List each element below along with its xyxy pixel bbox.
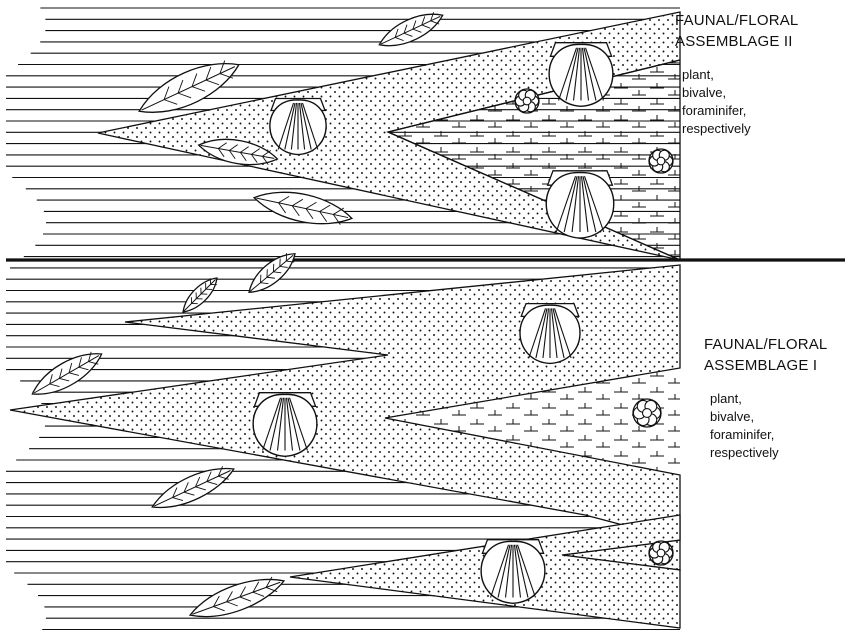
leaf-icon [375, 6, 447, 55]
assemblage-ii-title: FAUNAL/FLORAL ASSEMBLAGE II [675, 10, 798, 52]
bivalve-shell-icon [520, 304, 580, 364]
leaf-icon [147, 459, 238, 518]
bivalve-shell-icon [546, 171, 614, 238]
leaf-icon [251, 184, 354, 232]
foraminifer-icon [515, 89, 539, 113]
leaf-icon [243, 246, 301, 299]
assemblage-ii-description: plant, bivalve, foraminifer, respectivel… [682, 66, 751, 138]
bivalve-shell-icon [549, 43, 613, 107]
foraminifer-icon [649, 541, 673, 565]
assemblage-i-description: plant, bivalve, foraminifer, respectivel… [710, 390, 779, 462]
bivalve-shell-icon [270, 99, 326, 155]
leaf-icon [27, 344, 108, 404]
foraminifer-icon [633, 399, 661, 427]
foraminifer-icon [649, 149, 673, 173]
assemblage-i-title: FAUNAL/FLORAL ASSEMBLAGE I [704, 334, 827, 376]
bivalve-shell-icon [253, 393, 317, 457]
bivalve-shell-icon [481, 540, 545, 604]
